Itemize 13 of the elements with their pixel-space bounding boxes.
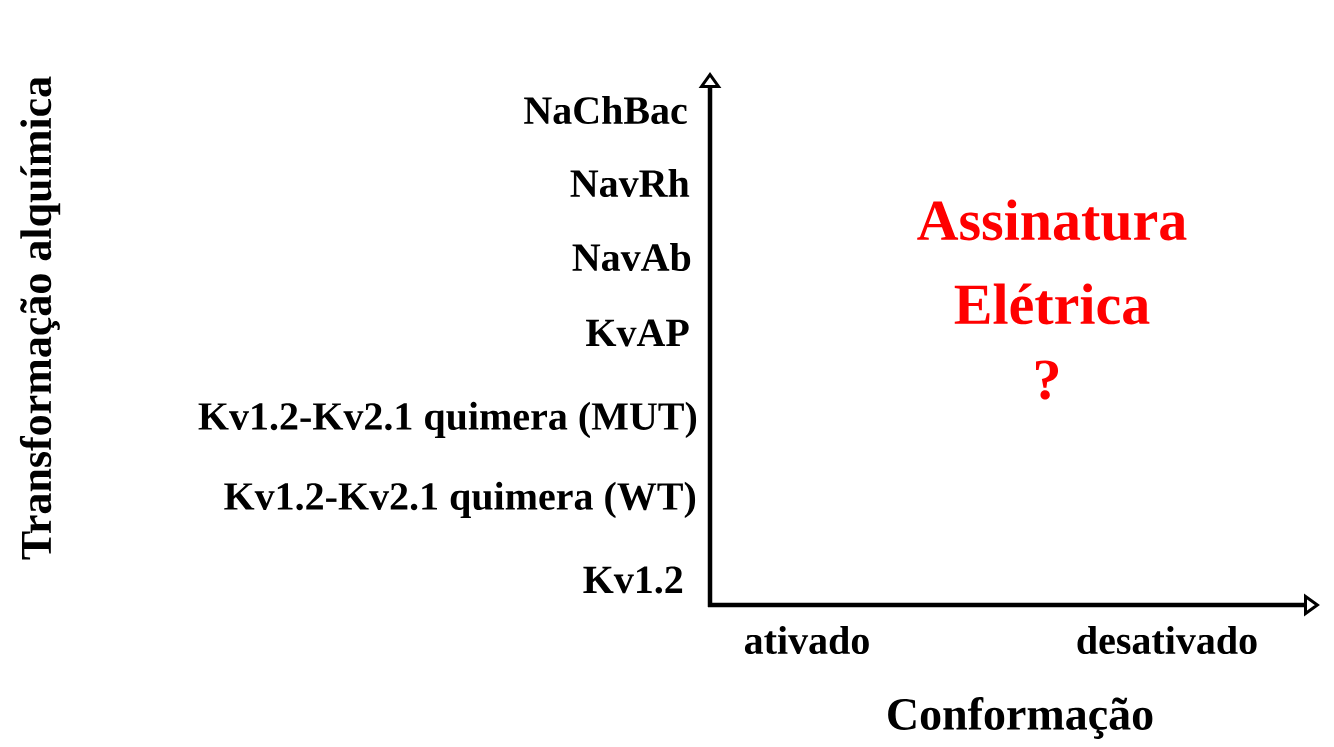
- question-mark: ?: [1036, 360, 1059, 400]
- annotation-text: Assinatura Elétrica: [917, 199, 1187, 325]
- tick-label: ativado: [744, 625, 869, 655]
- category-label: Kv1.2: [583, 566, 683, 594]
- category-label: NavRh: [570, 168, 690, 198]
- category-label: NavAb: [572, 242, 691, 272]
- category-label: NaChBac: [524, 95, 687, 125]
- tick-label: desativado: [1077, 625, 1257, 655]
- axis-title: Conformação: [888, 697, 1153, 739]
- axis-title: Transformação alquímica: [19, 76, 61, 560]
- category-label: Kv1.2-Kv2.1 quimera (WT): [224, 481, 696, 519]
- category-label: KvAP: [586, 319, 689, 347]
- category-label: Kv1.2-Kv2.1 quimera (MUT): [198, 401, 697, 439]
